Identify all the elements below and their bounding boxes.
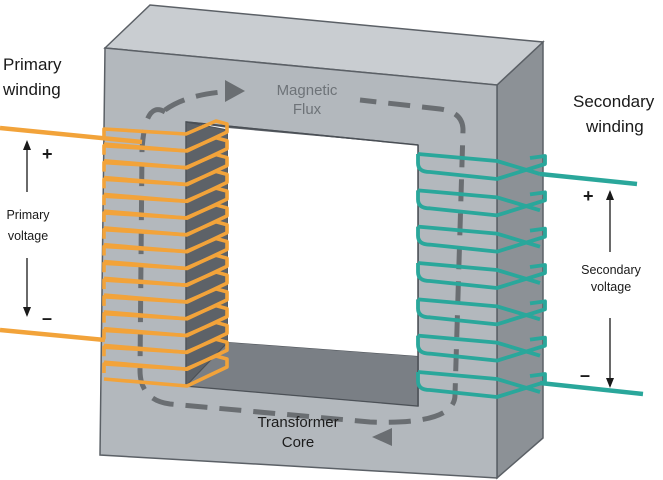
primary-winding-label-line2: winding bbox=[2, 80, 61, 99]
secondary-voltage-arrows bbox=[606, 190, 614, 388]
secondary-winding-label-line1: Secondary bbox=[573, 92, 655, 111]
secondary-turn bbox=[416, 224, 547, 254]
secondary-voltage-label-line2: voltage bbox=[591, 280, 631, 294]
secondary-plus-sign: + bbox=[583, 186, 594, 206]
primary-winding-label-line1: Primary bbox=[3, 55, 62, 74]
core-window-back bbox=[228, 130, 418, 356]
secondary-turn bbox=[416, 333, 547, 363]
flux-arrow-bottom-head bbox=[372, 428, 392, 446]
primary-lead-bottom bbox=[0, 327, 106, 343]
secondary-turn bbox=[416, 152, 547, 181]
flux-loop bbox=[137, 97, 466, 425]
secondary-winding-label-line2: winding bbox=[585, 117, 644, 136]
primary-voltage-label-line1: Primary bbox=[6, 208, 50, 222]
primary-lead-top bbox=[0, 125, 143, 145]
magnetic-flux-label-line2: Flux bbox=[293, 101, 322, 118]
primary-winding-coil bbox=[0, 119, 229, 388]
secondary-lead-bottom bbox=[539, 380, 644, 397]
secondary-lead-top bbox=[539, 171, 638, 187]
primary-voltage-arrows bbox=[23, 140, 31, 317]
secondary-voltage-label-line1: Secondary bbox=[581, 263, 642, 277]
transformer-core-label-line2: Core bbox=[282, 434, 315, 451]
transformer-core-label-line1: Transformer bbox=[257, 414, 338, 431]
magnetic-flux-label-line1: Magnetic bbox=[277, 82, 338, 99]
primary-voltage-label-line2: voltage bbox=[8, 229, 48, 243]
secondary-minus-sign: – bbox=[580, 365, 590, 385]
primary-plus-sign: + bbox=[42, 144, 53, 164]
transformer-core bbox=[99, 4, 545, 480]
primary-minus-sign: – bbox=[42, 308, 52, 328]
secondary-winding-coil bbox=[416, 152, 644, 399]
magnetic-flux-path bbox=[137, 80, 466, 446]
primary-turn bbox=[102, 354, 229, 388]
secondary-turn bbox=[416, 188, 547, 218]
secondary-turn bbox=[416, 370, 547, 399]
core-side-face bbox=[496, 40, 544, 480]
secondary-turn bbox=[416, 261, 547, 290]
secondary-turn bbox=[416, 297, 547, 327]
flux-arrow-top-head bbox=[225, 80, 245, 102]
